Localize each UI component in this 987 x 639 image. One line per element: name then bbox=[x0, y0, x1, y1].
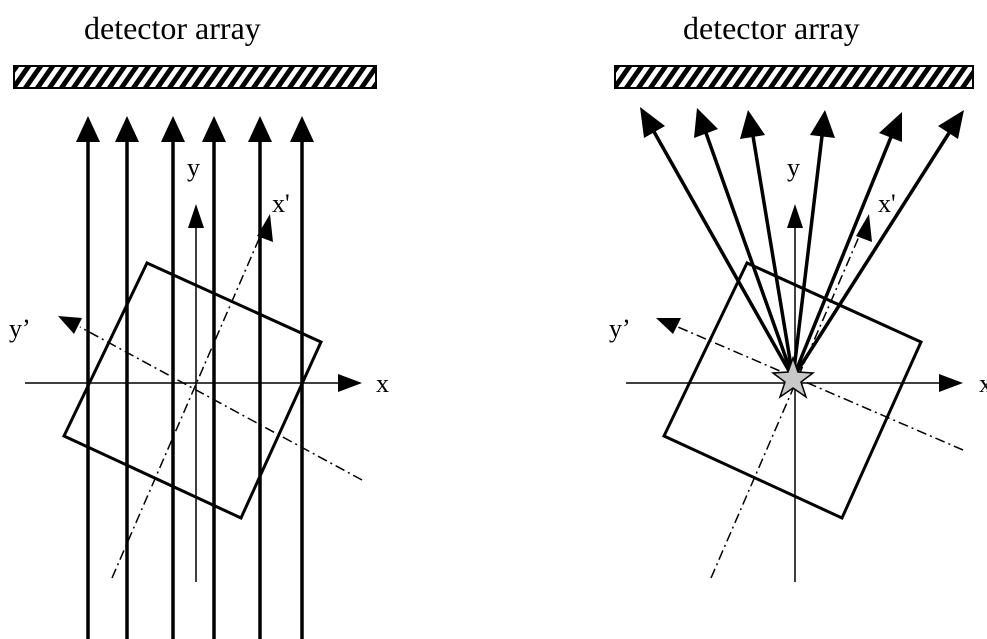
fan-beam-graphic bbox=[614, 65, 974, 582]
detector-label: detector array bbox=[84, 10, 261, 46]
ray-1 bbox=[76, 116, 100, 639]
ray-2 bbox=[694, 108, 795, 379]
y-axis bbox=[188, 204, 204, 582]
y-prime-axis-label: y’ bbox=[609, 314, 631, 343]
y-prime-axis-label: y’ bbox=[9, 314, 31, 343]
parallel-beam-graphic bbox=[13, 65, 377, 639]
fan-rays bbox=[640, 107, 964, 379]
detector-label: detector array bbox=[683, 10, 860, 46]
x-axis-label: x bbox=[979, 369, 987, 398]
x-prime-axis-label: x' bbox=[272, 189, 290, 218]
fan-beam-diagram: detector array x y x' y’ bbox=[493, 0, 987, 639]
ray-3 bbox=[161, 116, 185, 639]
ray-5 bbox=[248, 116, 272, 639]
ray-3 bbox=[740, 110, 795, 379]
ray-5 bbox=[791, 112, 902, 379]
ray-6 bbox=[290, 116, 314, 639]
source-star-icon bbox=[770, 355, 816, 399]
ray-6 bbox=[791, 110, 964, 379]
object-square bbox=[661, 261, 923, 520]
y-axis-label: y bbox=[787, 153, 800, 182]
object-square bbox=[61, 261, 323, 520]
ray-4 bbox=[791, 110, 835, 379]
x-prime-axis bbox=[710, 214, 872, 579]
ray-1 bbox=[640, 107, 795, 379]
ray-4 bbox=[202, 116, 226, 639]
x-axis-label: x bbox=[376, 369, 389, 398]
y-axis-label: y bbox=[187, 153, 200, 182]
x-prime-axis-label: x' bbox=[878, 189, 896, 218]
x-axis bbox=[626, 374, 963, 392]
x-prime-axis bbox=[111, 214, 273, 579]
detector-array bbox=[13, 65, 377, 89]
y-axis bbox=[787, 204, 803, 582]
ray-2 bbox=[115, 116, 139, 639]
y-prime-axis bbox=[656, 318, 964, 451]
detector-array bbox=[614, 65, 974, 89]
parallel-rays bbox=[76, 116, 314, 639]
parallel-beam-diagram: detector array x y x' y’ bbox=[0, 0, 493, 639]
